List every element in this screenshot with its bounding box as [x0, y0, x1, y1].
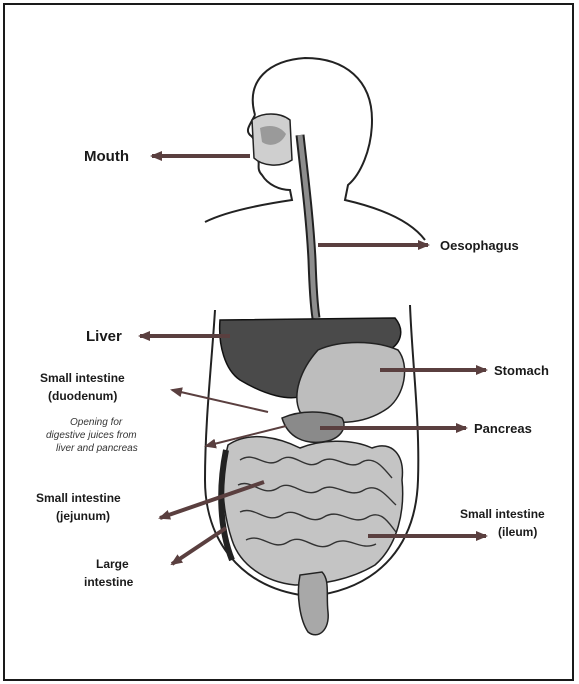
jejunum-label-2: (jejunum) — [56, 509, 110, 523]
ileum-label-1: Small intestine — [460, 507, 545, 521]
ileum-label-2: (ileum) — [498, 525, 537, 539]
large-intestine-label-1: Large — [96, 557, 129, 571]
mouth-organ — [252, 114, 292, 165]
duodenum-label-1: Small intestine — [40, 371, 125, 385]
jejunum-label-1: Small intestine — [36, 491, 121, 505]
oesophagus-label: Oesophagus — [440, 238, 519, 253]
opening-label-2: digestive juices from — [46, 430, 137, 441]
large-intestine-label-2: intestine — [84, 575, 134, 589]
pancreas-label: Pancreas — [474, 421, 532, 436]
duodenum-label-2: (duodenum) — [48, 389, 117, 403]
stomach-label: Stomach — [494, 363, 549, 378]
large-intestine-arrow — [172, 528, 226, 564]
duodenum-arrow — [172, 390, 268, 412]
mouth-label: Mouth — [84, 148, 129, 165]
liver-label: Liver — [86, 328, 122, 345]
opening-label-3: liver and pancreas — [56, 443, 138, 454]
opening-label-1: Opening for — [70, 417, 123, 428]
rectum-organ — [298, 572, 328, 635]
oesophagus-organ — [300, 135, 316, 318]
